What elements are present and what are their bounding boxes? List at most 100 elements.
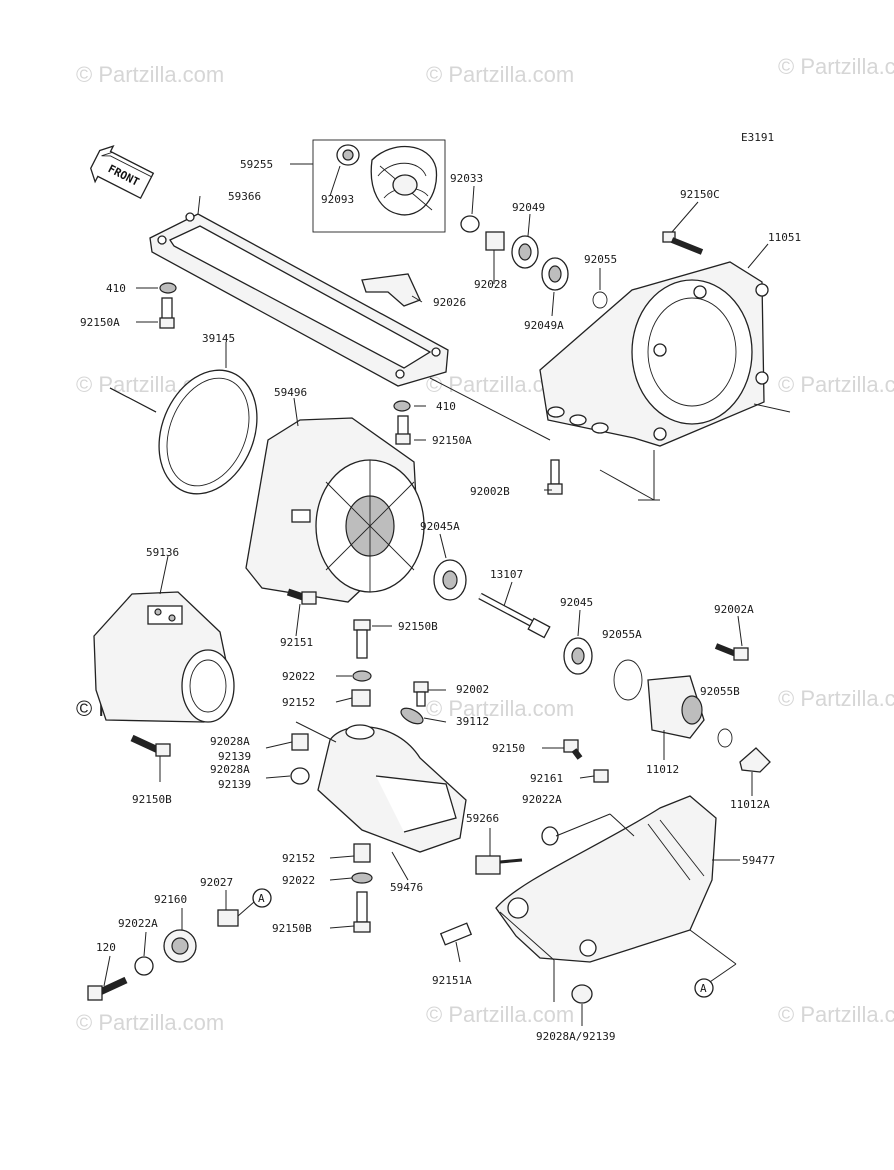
watermarks: © Partzilla.com © Partzilla.com © Partzi… [76,54,894,1035]
washer [541,826,559,846]
diagram-code: E3191 [741,131,774,144]
part-label: 13107 [490,568,523,581]
cap [739,747,771,773]
seal-ring [158,369,258,495]
screw [439,922,473,946]
pump-cover [495,795,717,963]
washer [393,400,411,412]
ride-plate [149,212,449,387]
part-label: 11051 [768,231,801,244]
collar [217,909,239,927]
part-label: 92049A [524,319,564,332]
part-label: 59136 [146,546,179,559]
bolt [353,891,371,933]
part-label: 410 [436,400,456,413]
part-label: 92022 [282,670,315,683]
front-arrow-icon: FRONT [90,144,155,200]
impeller-kit [312,139,446,233]
bolt [413,681,429,707]
part-label: 92150B [272,922,312,935]
impeller-shaft [478,592,551,639]
part-label: 92151A [432,974,472,987]
part-label: 92055 [584,253,617,266]
drain-valve [475,855,523,875]
part-label: 92026 [433,296,466,309]
grommet [571,984,593,1004]
part-label: 92002A [714,603,754,616]
part-label: 59477 [742,854,775,867]
washer [134,956,154,976]
part-label: 92139 [218,778,251,791]
bolt [87,976,128,1001]
part-label: 92150 [492,742,525,755]
collar [353,843,371,863]
circlip [460,215,480,233]
part-label: 92022A [522,793,562,806]
svg-text:A: A [700,982,707,995]
part-label: 92093 [321,193,354,206]
part-label: 11012 [646,763,679,776]
washer [351,872,373,884]
washer [159,282,177,294]
part-label: 92055A [602,628,642,641]
watermark: © Partzilla.com [778,372,894,397]
bolt [353,619,371,659]
callout-a: A [252,888,272,908]
part-label: 92150B [132,793,172,806]
part-label: 39145 [202,332,235,345]
part-label: 410 [106,282,126,295]
bolt [714,643,749,661]
part-label: 92049 [512,201,545,214]
leader-lines [103,163,791,1026]
part-label: 92055B [700,685,740,698]
reverse-bucket [317,724,467,853]
part-label: 92139 [218,750,251,763]
pump-housing [539,261,769,447]
washer [352,670,372,682]
part-label: 92028A/92139 [536,1030,615,1043]
part-label: 59366 [228,190,261,203]
part-label: 92152 [282,696,315,709]
svg-text:A: A [258,892,265,905]
part-label: 92028A [210,735,250,748]
bolt [662,231,704,255]
pump-case [245,417,425,603]
part-label: 92033 [450,172,483,185]
spacer [163,929,197,963]
part-label: 92022 [282,874,315,887]
collar [351,689,371,707]
bushing [485,231,505,251]
watermark: © Partzilla.com [426,696,574,721]
part-label: 92150A [80,316,120,329]
part-label: 92152 [282,852,315,865]
part-label: 92028A [210,763,250,776]
part-label: 92150A [432,434,472,447]
part-label: 92160 [154,893,187,906]
part-labels: 59255 92093 92033 92049 92150C 11051 593… [80,158,801,1043]
part-label: 120 [96,941,116,954]
part-label: 92150C [680,188,720,201]
bolt [159,297,175,329]
watermark: © Partzilla.com [426,62,574,87]
part-label: 92002B [470,485,510,498]
part-label: 92002 [456,683,489,696]
part-label: 59496 [274,386,307,399]
watermark: © Partzilla.com [76,62,224,87]
part-label: 92150B [398,620,438,633]
bolt [286,588,317,605]
watermark: © Partzilla.com [778,686,894,711]
part-label: 39112 [456,715,489,728]
watermark: © Partzilla.com [778,54,894,79]
cover-plate [361,273,421,307]
o-ring [592,291,608,309]
part-label: 59255 [240,158,273,171]
part-label: 92161 [530,772,563,785]
grommet [291,733,309,751]
part-label: 92027 [200,876,233,889]
bolt [130,734,171,757]
part-label: 92022A [118,917,158,930]
bearing [511,235,539,269]
part-label: 92045A [420,520,460,533]
part-label: 92151 [280,636,313,649]
